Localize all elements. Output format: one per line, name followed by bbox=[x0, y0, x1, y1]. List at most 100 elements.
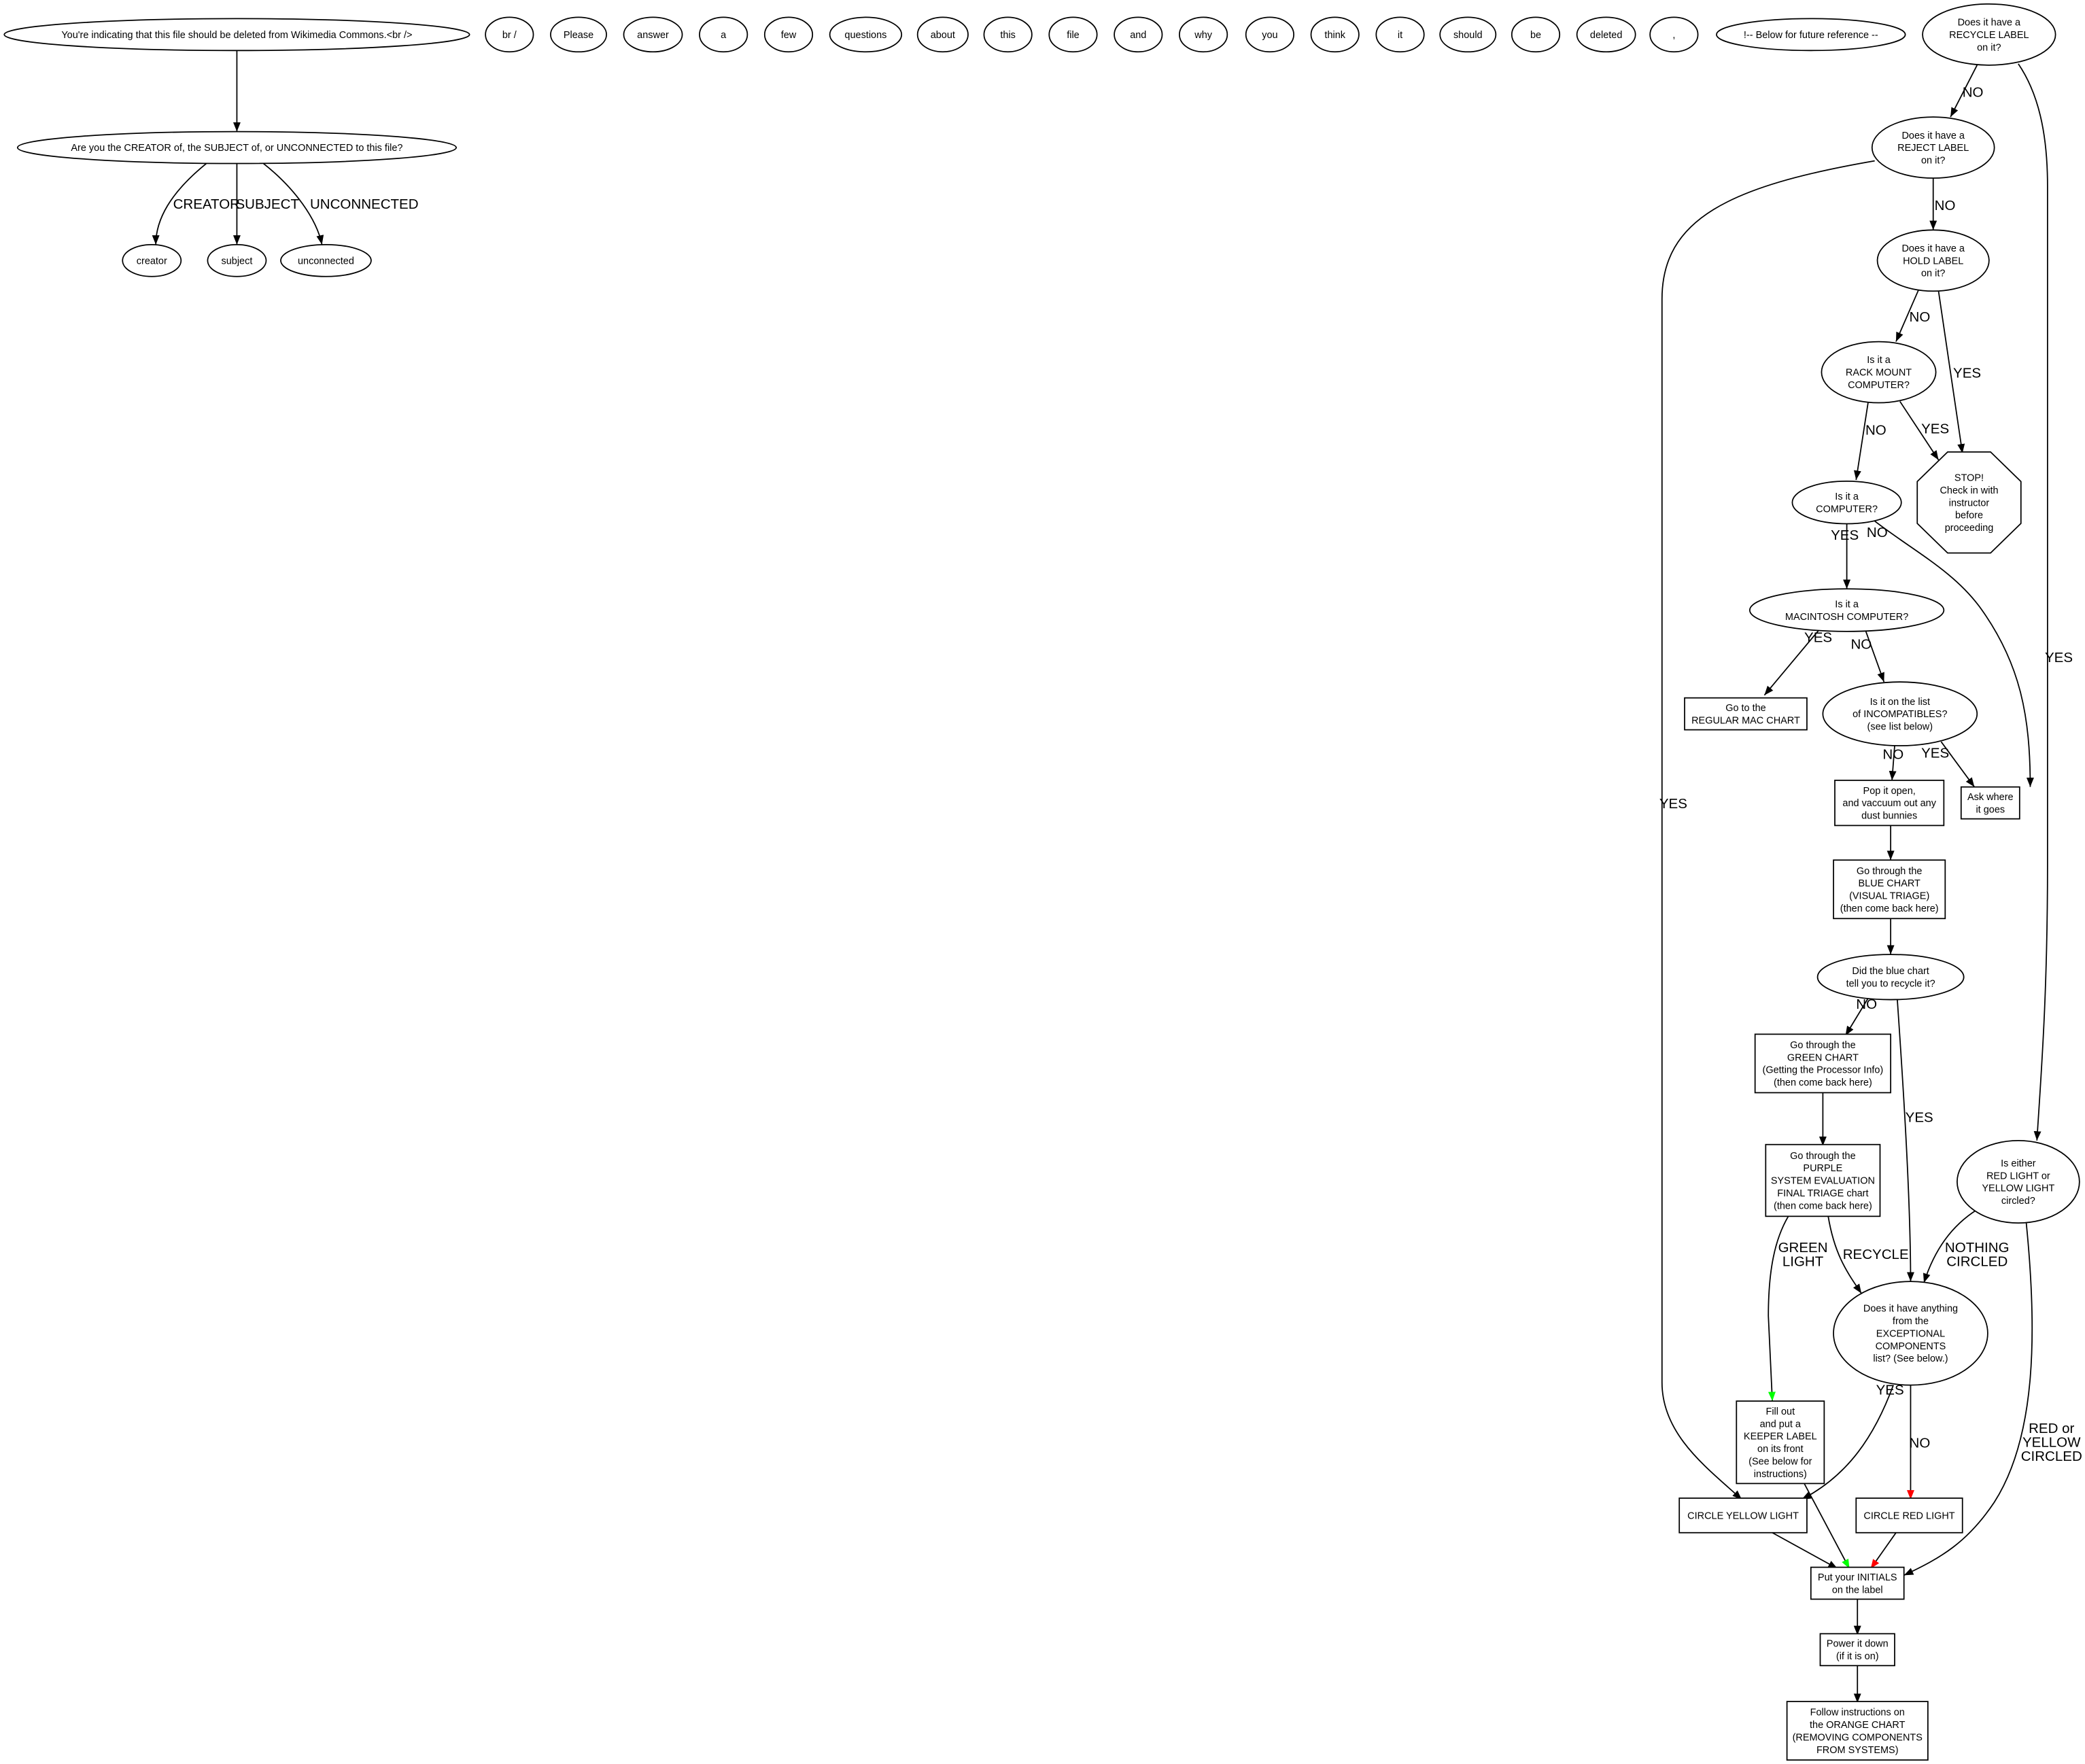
ellipse-shape bbox=[1511, 16, 1561, 53]
edge-computer-mac: YES bbox=[1831, 523, 1859, 589]
node-label: REGULAR MAC CHART bbox=[1691, 715, 1800, 726]
node-label: !-- Below for future reference -- bbox=[1744, 30, 1878, 41]
edge-label: NO bbox=[1856, 997, 1877, 1012]
node-unconnected[interactable]: unconnected bbox=[280, 243, 372, 277]
node-label: it goes bbox=[1976, 804, 2005, 815]
ellipse-shape bbox=[1922, 3, 2056, 66]
octagon-shape bbox=[1916, 451, 2022, 554]
node-label: CIRCLE YELLOW LIGHT bbox=[1687, 1510, 1799, 1521]
edge-line bbox=[1899, 401, 1940, 461]
node-intro[interactable]: You're indicating that this file should … bbox=[3, 18, 470, 52]
node-w-about[interactable]: about bbox=[916, 16, 969, 53]
node-red[interactable]: CIRCLE RED LIGHT bbox=[1855, 1498, 1963, 1534]
node-w-future[interactable]: !-- Below for future reference -- bbox=[1716, 18, 1906, 52]
node-w-file[interactable]: file bbox=[1048, 16, 1098, 53]
node-label: Is it a bbox=[1835, 491, 1859, 502]
node-w-think[interactable]: think bbox=[1310, 16, 1360, 53]
node-w-please[interactable]: Please bbox=[550, 16, 607, 53]
node-question[interactable]: Are you the CREATOR of, the SUBJECT of, … bbox=[16, 131, 457, 165]
edge-rack-computer: NO bbox=[1853, 402, 1886, 481]
ellipse-shape bbox=[1245, 16, 1294, 53]
edge-reject-yellow: YES bbox=[1659, 160, 1875, 1500]
ellipse-shape bbox=[1957, 1139, 2080, 1224]
edge-label: YES bbox=[1921, 421, 1949, 437]
ellipse-shape bbox=[1310, 16, 1360, 53]
edge-label: NO bbox=[1882, 747, 1903, 763]
node-label: unconnected bbox=[298, 256, 354, 266]
edge-line bbox=[1903, 1223, 2033, 1576]
node-w-why[interactable]: why bbox=[1179, 16, 1228, 53]
node-yellow[interactable]: CIRCLE YELLOW LIGHT bbox=[1678, 1498, 1808, 1534]
node-label: Did the blue chart bbox=[1852, 966, 1929, 977]
ellipse-shape bbox=[1048, 16, 1098, 53]
node-w-answer[interactable]: answer bbox=[623, 16, 683, 53]
node-w-a[interactable]: a bbox=[699, 16, 748, 53]
ellipse-shape bbox=[1748, 588, 1945, 632]
node-w-this[interactable]: this bbox=[983, 16, 1033, 53]
node-label: Is it a bbox=[1835, 599, 1859, 610]
edge-label: CREATOR bbox=[173, 196, 240, 212]
edge-label: YES bbox=[1906, 1109, 1933, 1125]
edge-rack-stop: YES bbox=[1899, 401, 1949, 461]
edge-label: NO bbox=[1910, 1436, 1931, 1451]
node-label: the ORANGE CHART bbox=[1810, 1720, 1906, 1731]
edge-yellow-initials bbox=[1772, 1532, 1838, 1570]
node-w-br[interactable]: br / bbox=[485, 16, 534, 53]
node-creator[interactable]: creator bbox=[122, 243, 182, 277]
node-w-deleted[interactable]: deleted bbox=[1576, 16, 1636, 53]
node-label: you bbox=[1262, 30, 1277, 41]
box-shape bbox=[1960, 786, 2020, 820]
node-label: and vaccuum out any bbox=[1842, 798, 1936, 809]
node-w-should[interactable]: should bbox=[1439, 16, 1497, 53]
node-w-comma[interactable]: , bbox=[1649, 16, 1699, 53]
node-w-questions[interactable]: questions bbox=[829, 16, 903, 53]
node-w-be[interactable]: be bbox=[1511, 16, 1561, 53]
node-w-few[interactable]: few bbox=[763, 16, 814, 53]
edge-line bbox=[1801, 1385, 1894, 1500]
node-stop[interactable]: STOP!Check in withinstructorbeforeprocee… bbox=[1916, 451, 2022, 554]
node-label: creator bbox=[137, 256, 167, 266]
ellipse-shape bbox=[207, 243, 267, 277]
node-w-and[interactable]: and bbox=[1114, 16, 1163, 53]
node-label: (Getting the Processor Info) bbox=[1763, 1065, 1884, 1076]
edge-line bbox=[263, 162, 324, 245]
edge-line bbox=[1874, 520, 2034, 787]
node-w-you[interactable]: you bbox=[1245, 16, 1294, 53]
nodes-layer: You're indicating that this file should … bbox=[3, 3, 2080, 1761]
ellipse-shape bbox=[1821, 341, 1937, 404]
ellipse-shape bbox=[280, 243, 372, 277]
node-w-it[interactable]: it bbox=[1375, 16, 1425, 53]
edge-label: LIGHT bbox=[1782, 1254, 1824, 1270]
node-subject[interactable]: subject bbox=[207, 243, 267, 277]
node-power[interactable]: Power it down(if it is on) bbox=[1819, 1633, 1895, 1667]
edge-label: UNCONNECTED bbox=[310, 196, 419, 212]
edge-label: NO bbox=[1867, 525, 1888, 540]
node-label: br / bbox=[502, 30, 517, 41]
ellipse-shape bbox=[916, 16, 969, 53]
node-label: Are you the CREATOR of, the SUBJECT of, … bbox=[71, 143, 402, 154]
box-shape bbox=[1736, 1400, 1825, 1485]
node-label: instructions) bbox=[1754, 1469, 1807, 1480]
edge-line bbox=[1827, 1216, 1862, 1294]
edge-label: RECYCLE bbox=[1843, 1247, 1909, 1262]
